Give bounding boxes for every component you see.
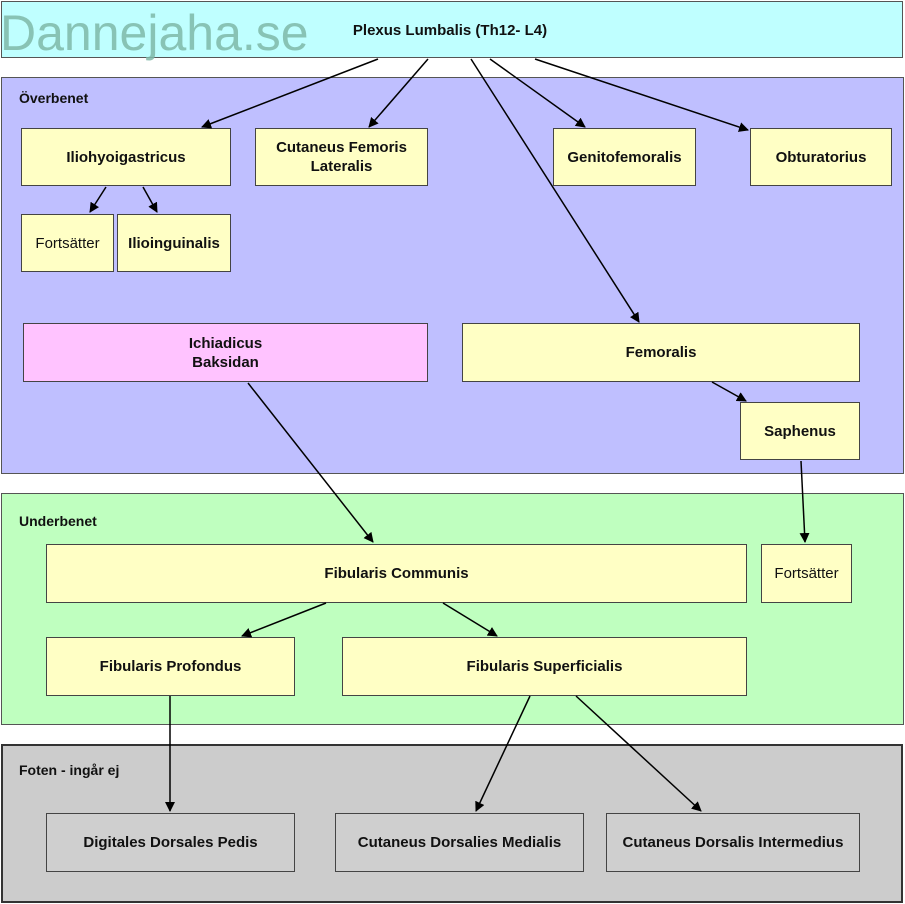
root-band bbox=[1, 1, 903, 58]
plexus-lumbalis-node: Plexus Lumbalis (Th12- L4) bbox=[352, 21, 548, 39]
node-fibularis-profondus: Fibularis Profondus bbox=[46, 637, 295, 696]
node-digitales-dorsales-pedis: Digitales Dorsales Pedis bbox=[46, 813, 295, 872]
node-ilioinguinalis: Ilioinguinalis bbox=[117, 214, 231, 272]
node-fortsatter-lower: Fortsätter bbox=[761, 544, 852, 603]
node-ichiadicus-baksidan: Ichiadicus Baksidan bbox=[23, 323, 428, 382]
region-overbenet-label: Överbenet bbox=[19, 90, 89, 106]
node-cutaneus-dorsalis-intermedius: Cutaneus Dorsalis Intermedius bbox=[606, 813, 860, 872]
region-underbenet-label: Underbenet bbox=[19, 513, 97, 529]
node-saphenus: Saphenus bbox=[740, 402, 860, 460]
node-iliohyoigastricus: Iliohyoigastricus bbox=[21, 128, 231, 186]
node-genitofemoralis: Genitofemoralis bbox=[553, 128, 696, 186]
node-fibularis-communis: Fibularis Communis bbox=[46, 544, 747, 603]
node-cutaneus-dorsalies-medialis: Cutaneus Dorsalies Medialis bbox=[335, 813, 584, 872]
region-foten-label: Foten - ingår ej bbox=[19, 762, 120, 778]
node-femoralis: Femoralis bbox=[462, 323, 860, 382]
node-obturatorius: Obturatorius bbox=[750, 128, 892, 186]
node-cutaneus-femoris-lateralis: Cutaneus Femoris Lateralis bbox=[255, 128, 428, 186]
node-fortsatter-upper: Fortsätter bbox=[21, 214, 114, 272]
node-fibularis-superficialis: Fibularis Superficialis bbox=[342, 637, 747, 696]
